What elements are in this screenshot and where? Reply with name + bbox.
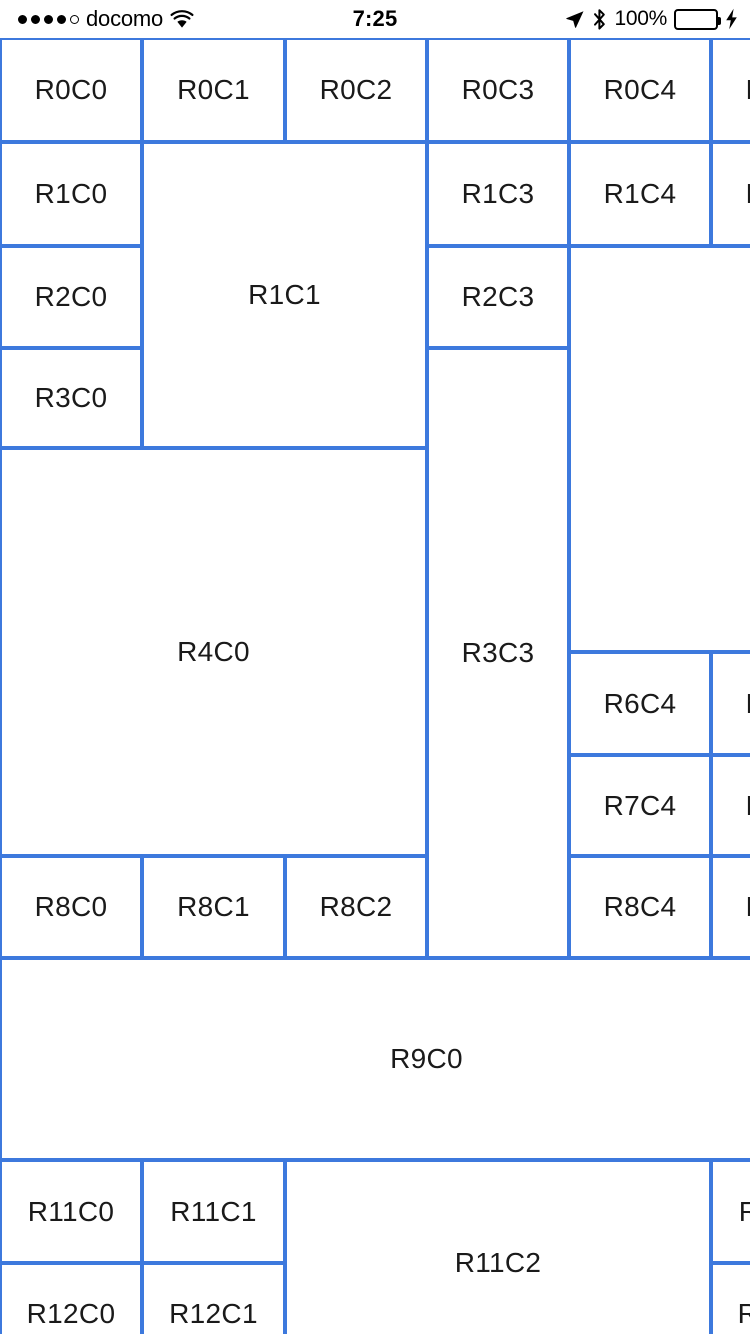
clock-label: 7:25: [352, 6, 398, 31]
grid-cell-label: R0C1: [177, 74, 250, 105]
grid-cell-empty[interactable]: [569, 246, 750, 652]
grid-cell-r1c1[interactable]: R1C1: [142, 142, 427, 448]
grid-cell-label: R8C2: [319, 891, 393, 922]
grid-cell-label: R0C0: [34, 74, 108, 105]
grid-cell-r6c5[interactable]: R6C5: [711, 652, 750, 755]
grid-cell-label: R12C5: [738, 1298, 750, 1330]
grid-cell-r2c0[interactable]: R2C0: [0, 246, 142, 348]
grid-cell-label: R1C3: [461, 178, 535, 209]
grid-cell-r4c0[interactable]: R4C0: [0, 448, 427, 856]
grid-cell-label: R3C0: [34, 382, 108, 413]
grid-cell-r1c3[interactable]: R1C3: [427, 142, 569, 246]
grid-cell-r11c1[interactable]: R11C1: [142, 1160, 285, 1263]
grid-cell-r0c4[interactable]: R0C4: [569, 38, 711, 142]
grid-cell-label: R1C4: [603, 178, 677, 209]
grid-cell-r7c5[interactable]: R7C5: [711, 755, 750, 856]
grid-cell-r12c0[interactable]: R12C0: [0, 1263, 142, 1334]
grid-cell-label: R9C0: [390, 1043, 463, 1074]
bluetooth-icon: [592, 8, 607, 31]
grid-cell-r0c5[interactable]: R0C5: [711, 38, 750, 142]
grid-cell-r12c5[interactable]: R12C5: [711, 1263, 750, 1334]
grid-cell-label: R7C5: [746, 790, 750, 822]
grid-cell-r1c5[interactable]: R1C5: [711, 142, 750, 246]
signal-dot: [18, 14, 27, 24]
signal-dot: [57, 14, 66, 24]
grid-cell-r0c0[interactable]: R0C0: [0, 38, 142, 142]
grid-cell-label: R8C5: [746, 891, 750, 923]
grid-cell-label: R0C2: [319, 74, 393, 105]
grid-cell-r1c0[interactable]: R1C0: [0, 142, 142, 246]
grid-cell-r0c2[interactable]: R0C2: [285, 38, 427, 142]
grid-cell-label: R6C4: [603, 687, 677, 719]
grid-cell-r8c0[interactable]: R8C0: [0, 856, 142, 958]
grid-cell-r0c1[interactable]: R0C1: [142, 38, 285, 142]
grid-cell-r8c2[interactable]: R8C2: [285, 856, 427, 958]
grid-cell-label: R8C0: [34, 891, 108, 922]
grid-cell-label: R1C0: [34, 178, 108, 209]
signal-dot: [44, 14, 53, 24]
grid-cell-label: R8C4: [603, 891, 677, 922]
signal-strength-icon: [18, 14, 79, 24]
battery-percent-label: 100%: [614, 7, 667, 30]
grid-cell-r1c4[interactable]: R1C4: [569, 142, 711, 246]
grid-cell-label: R3C3: [461, 637, 535, 668]
signal-dot: [70, 14, 79, 24]
grid-cell-label: R11C0: [27, 1195, 115, 1227]
battery-cap: [718, 16, 721, 25]
grid-cell-label: R0C5: [746, 74, 750, 106]
grid-cell-label: R4C0: [177, 636, 250, 667]
status-bar-right-group: 100%: [564, 0, 738, 38]
grid-cell-label: R11C5: [739, 1196, 750, 1228]
grid-cell-r0c3[interactable]: R0C3: [427, 38, 569, 142]
status-bar: docomo 7:25 100%: [0, 0, 750, 38]
grid-cell-label: R6C5: [746, 688, 750, 720]
location-arrow-icon: [564, 9, 585, 30]
battery-icon: [674, 8, 721, 30]
grid-cell-label: R1C1: [248, 279, 321, 310]
grid-cell-r11c2[interactable]: R11C2: [285, 1160, 711, 1334]
grid-cell-r8c5[interactable]: R8C5: [711, 856, 750, 958]
grid-cell-r7c4[interactable]: R7C4: [569, 755, 711, 856]
grid-cell-label: R2C0: [34, 281, 108, 312]
grid-container: R0C0 R0C1 R0C2 R0C3 R0C4 R0C5R1C0R1C1 R1C3 R1C4…: [0, 38, 750, 1334]
grid-cell-r3c0[interactable]: R3C0: [0, 348, 142, 448]
grid-cell-label: R0C4: [603, 74, 677, 105]
grid-cell-label: R12C0: [26, 1298, 116, 1329]
grid-cell-label: R11C2: [454, 1246, 542, 1278]
wifi-icon: [170, 9, 194, 29]
grid-cell-r12c1[interactable]: R12C1: [142, 1263, 285, 1334]
grid-cell-label: R0C3: [461, 74, 535, 105]
lightning-bolt-icon: [725, 8, 738, 30]
grid-cell-r8c1[interactable]: R8C1: [142, 856, 285, 958]
grid-cell-r8c4[interactable]: R8C4: [569, 856, 711, 958]
status-bar-left-group: docomo: [18, 0, 194, 38]
carrier-label: docomo: [86, 6, 164, 31]
grid-cell-r9c0[interactable]: R9C0: [0, 958, 750, 1160]
grid-cell-label: R11C1: [170, 1195, 257, 1227]
grid-cell-label: R12C1: [169, 1298, 258, 1329]
grid-cell-r3c3[interactable]: R3C3: [427, 348, 569, 958]
grid-cell-label: R7C4: [603, 789, 677, 821]
status-bar-center-group: 7:25: [0, 0, 750, 38]
grid-cell-r2c3[interactable]: R2C3: [427, 246, 569, 348]
grid-cell-label: R1C5: [746, 178, 750, 210]
grid-cell-r11c5[interactable]: R11C5: [711, 1160, 750, 1263]
grid-cell-r6c4[interactable]: R6C4: [569, 652, 711, 755]
signal-dot: [31, 14, 40, 24]
grid-cell-label: R8C1: [177, 891, 250, 922]
grid-cell-label: R2C3: [461, 281, 535, 312]
grid-cell-r11c0[interactable]: R11C0: [0, 1160, 142, 1263]
